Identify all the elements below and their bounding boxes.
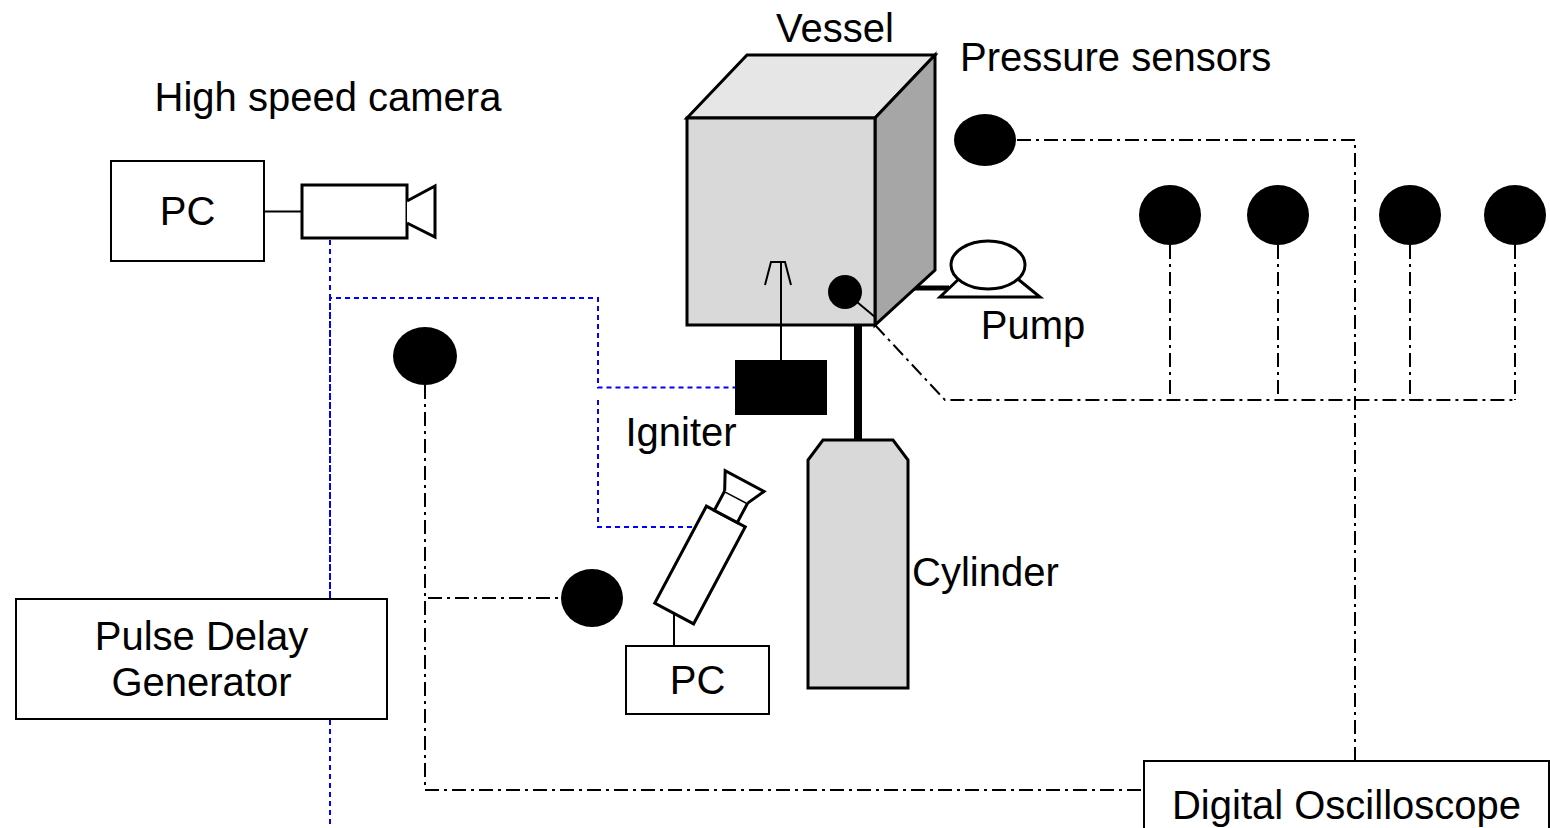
oscilloscope-box: Digital Oscilloscope <box>1143 760 1550 828</box>
pressure-sensor <box>1139 185 1201 245</box>
pump-shape <box>935 240 1040 300</box>
signal-wire <box>1017 140 1355 760</box>
signal-wire <box>875 325 1515 400</box>
camera-shape <box>302 183 435 240</box>
box-label: PC <box>160 188 216 234</box>
signal-wire <box>425 385 1143 790</box>
generator-box: Pulse Delay Generator <box>15 598 388 720</box>
pressure-sensor <box>1484 185 1546 245</box>
pressure-sensor <box>1379 185 1441 245</box>
signal-wire <box>428 597 560 599</box>
pc-box: PC <box>110 160 265 262</box>
camera-symbol <box>655 471 764 624</box>
box-label: Pulse Delay Generator <box>25 613 378 705</box>
trigger-wire <box>329 240 331 598</box>
box-label: PC <box>670 657 726 703</box>
trigger-wire <box>329 720 331 828</box>
gas-pipe <box>854 325 862 440</box>
pc-box: PC <box>625 645 770 715</box>
signal-wire <box>1170 245 1515 400</box>
gas-cylinder-shape <box>808 440 908 688</box>
camera-cable <box>673 614 675 645</box>
sensor-label: Pressure sensors <box>960 34 1271 80</box>
pressure-sensor <box>1247 185 1309 245</box>
part-label: Pump <box>981 302 1086 348</box>
part-label: Cylinder <box>912 549 1059 595</box>
vessel-shape <box>687 55 935 325</box>
camera: High speed camera <box>302 183 435 240</box>
pressure-sensor <box>393 327 457 385</box>
igniter-box: Igniter <box>735 360 827 415</box>
pressure-sensor <box>954 114 1016 166</box>
part-label: Igniter <box>625 409 736 455</box>
camera-cable <box>265 211 302 213</box>
part-label: High speed camera <box>155 74 502 120</box>
gas-cylinder: Cylinder <box>808 440 908 688</box>
pump: Pump <box>935 240 1040 300</box>
vessel: Vessel <box>687 55 935 325</box>
part-label: Vessel <box>776 5 894 51</box>
igniter-lead <box>780 325 782 360</box>
box-label: Digital Oscilloscope <box>1172 782 1521 828</box>
pressure-sensor <box>561 569 623 627</box>
